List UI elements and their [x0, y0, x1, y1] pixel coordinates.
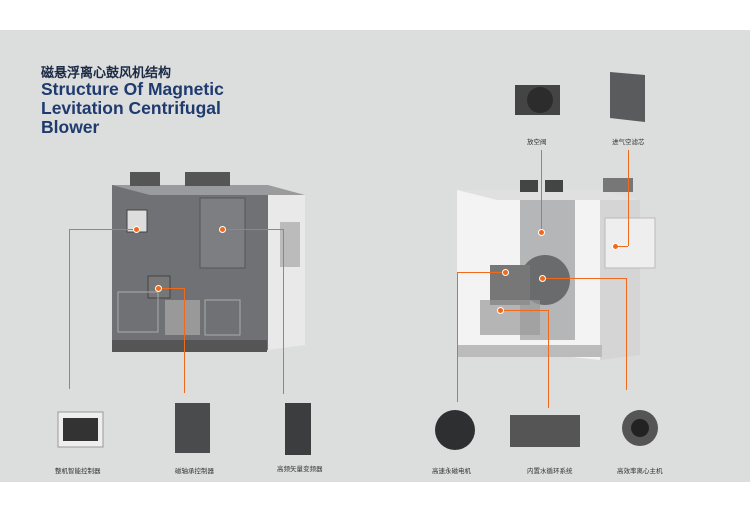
label-bearing-controller: 磁轴承控制器 — [175, 467, 214, 475]
label-air-filter: 进气空滤芯 — [612, 138, 645, 146]
pointer-dot — [133, 226, 140, 233]
label-pm-motor: 高速永磁电机 — [432, 467, 471, 475]
pointer-dot — [538, 229, 545, 236]
label-centrifugal-main: 高效率离心主机 — [617, 467, 663, 475]
title-chinese: 磁悬浮离心鼓风机结构 — [41, 66, 172, 81]
title-english: Structure Of Magnetic Levitation Centrif… — [41, 79, 224, 137]
label-water-cycle: 内置水循环系统 — [527, 467, 573, 475]
water-cycle-image — [510, 415, 580, 447]
pointer-dot — [539, 275, 546, 282]
pointer-dot — [155, 285, 162, 292]
inverter-image — [285, 403, 311, 455]
label-frequency-inverter: 高频矢量变频器 — [277, 465, 323, 473]
motor-image — [435, 410, 475, 450]
label-smart-controller: 整机智能控制器 — [55, 467, 101, 475]
pointer-dot — [502, 269, 509, 276]
bearing-controller-image — [175, 403, 210, 453]
blower-exterior — [112, 172, 305, 352]
air-filter-image — [610, 72, 645, 122]
pointer-dot — [497, 307, 504, 314]
pointer-dot — [219, 226, 226, 233]
label-vent-valve: 放空阀 — [527, 138, 547, 146]
